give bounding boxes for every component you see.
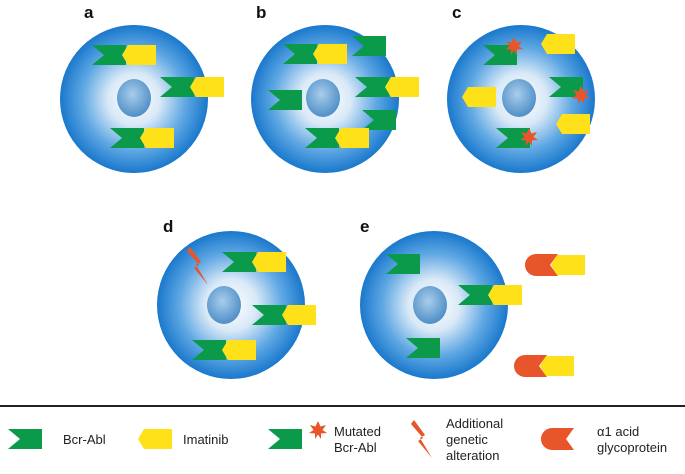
legend-imatinib-icon: [138, 429, 172, 449]
nucleus: [413, 286, 447, 324]
legend-alteration-label-line3: alteration: [446, 448, 499, 463]
imatinib: [541, 34, 575, 54]
legend-bcr-abl-label: Bcr-Abl: [63, 432, 106, 447]
legend-agp-icon: [541, 428, 574, 450]
legend-agp-label-line2: glycoprotein: [597, 440, 667, 455]
cell-b: [251, 25, 419, 173]
imatinib: [462, 87, 496, 107]
nucleus: [502, 79, 536, 117]
panel-label-d: d: [163, 217, 173, 236]
legend-lightning-bolt-icon: [411, 420, 432, 458]
legend-mutation-star-icon: [309, 421, 327, 439]
legend-alteration-label-line1: Additional: [446, 416, 503, 431]
nucleus: [306, 79, 340, 117]
panel-label-a: a: [84, 3, 94, 22]
nucleus: [207, 286, 241, 324]
legend-mutated-label-line1: Mutated: [334, 424, 381, 439]
legend-imatinib-label: Imatinib: [183, 432, 229, 447]
legend-bcr-abl-icon: [8, 429, 42, 449]
panel-label-e: e: [360, 217, 369, 236]
legend-agp-label-line1: α1 acid: [597, 424, 639, 439]
cell-d: [157, 231, 316, 379]
nucleus: [117, 79, 151, 117]
legend-mutated-label-line2: Bcr-Abl: [334, 440, 377, 455]
cell-c: [447, 25, 595, 173]
cell-a: [60, 25, 224, 173]
panel-label-c: c: [452, 3, 461, 22]
agp-imatinib-complex: [525, 254, 585, 276]
legend-mutated-bcr-abl-icon: [268, 429, 302, 449]
cell-e: [360, 231, 522, 379]
legend: Bcr-Abl Imatinib Mutated Bcr-Abl Additio…: [8, 416, 667, 463]
imatinib: [556, 114, 590, 134]
panel-label-b: b: [256, 3, 266, 22]
legend-alteration-label-line2: genetic: [446, 432, 488, 447]
agp-imatinib-complex: [514, 355, 574, 377]
